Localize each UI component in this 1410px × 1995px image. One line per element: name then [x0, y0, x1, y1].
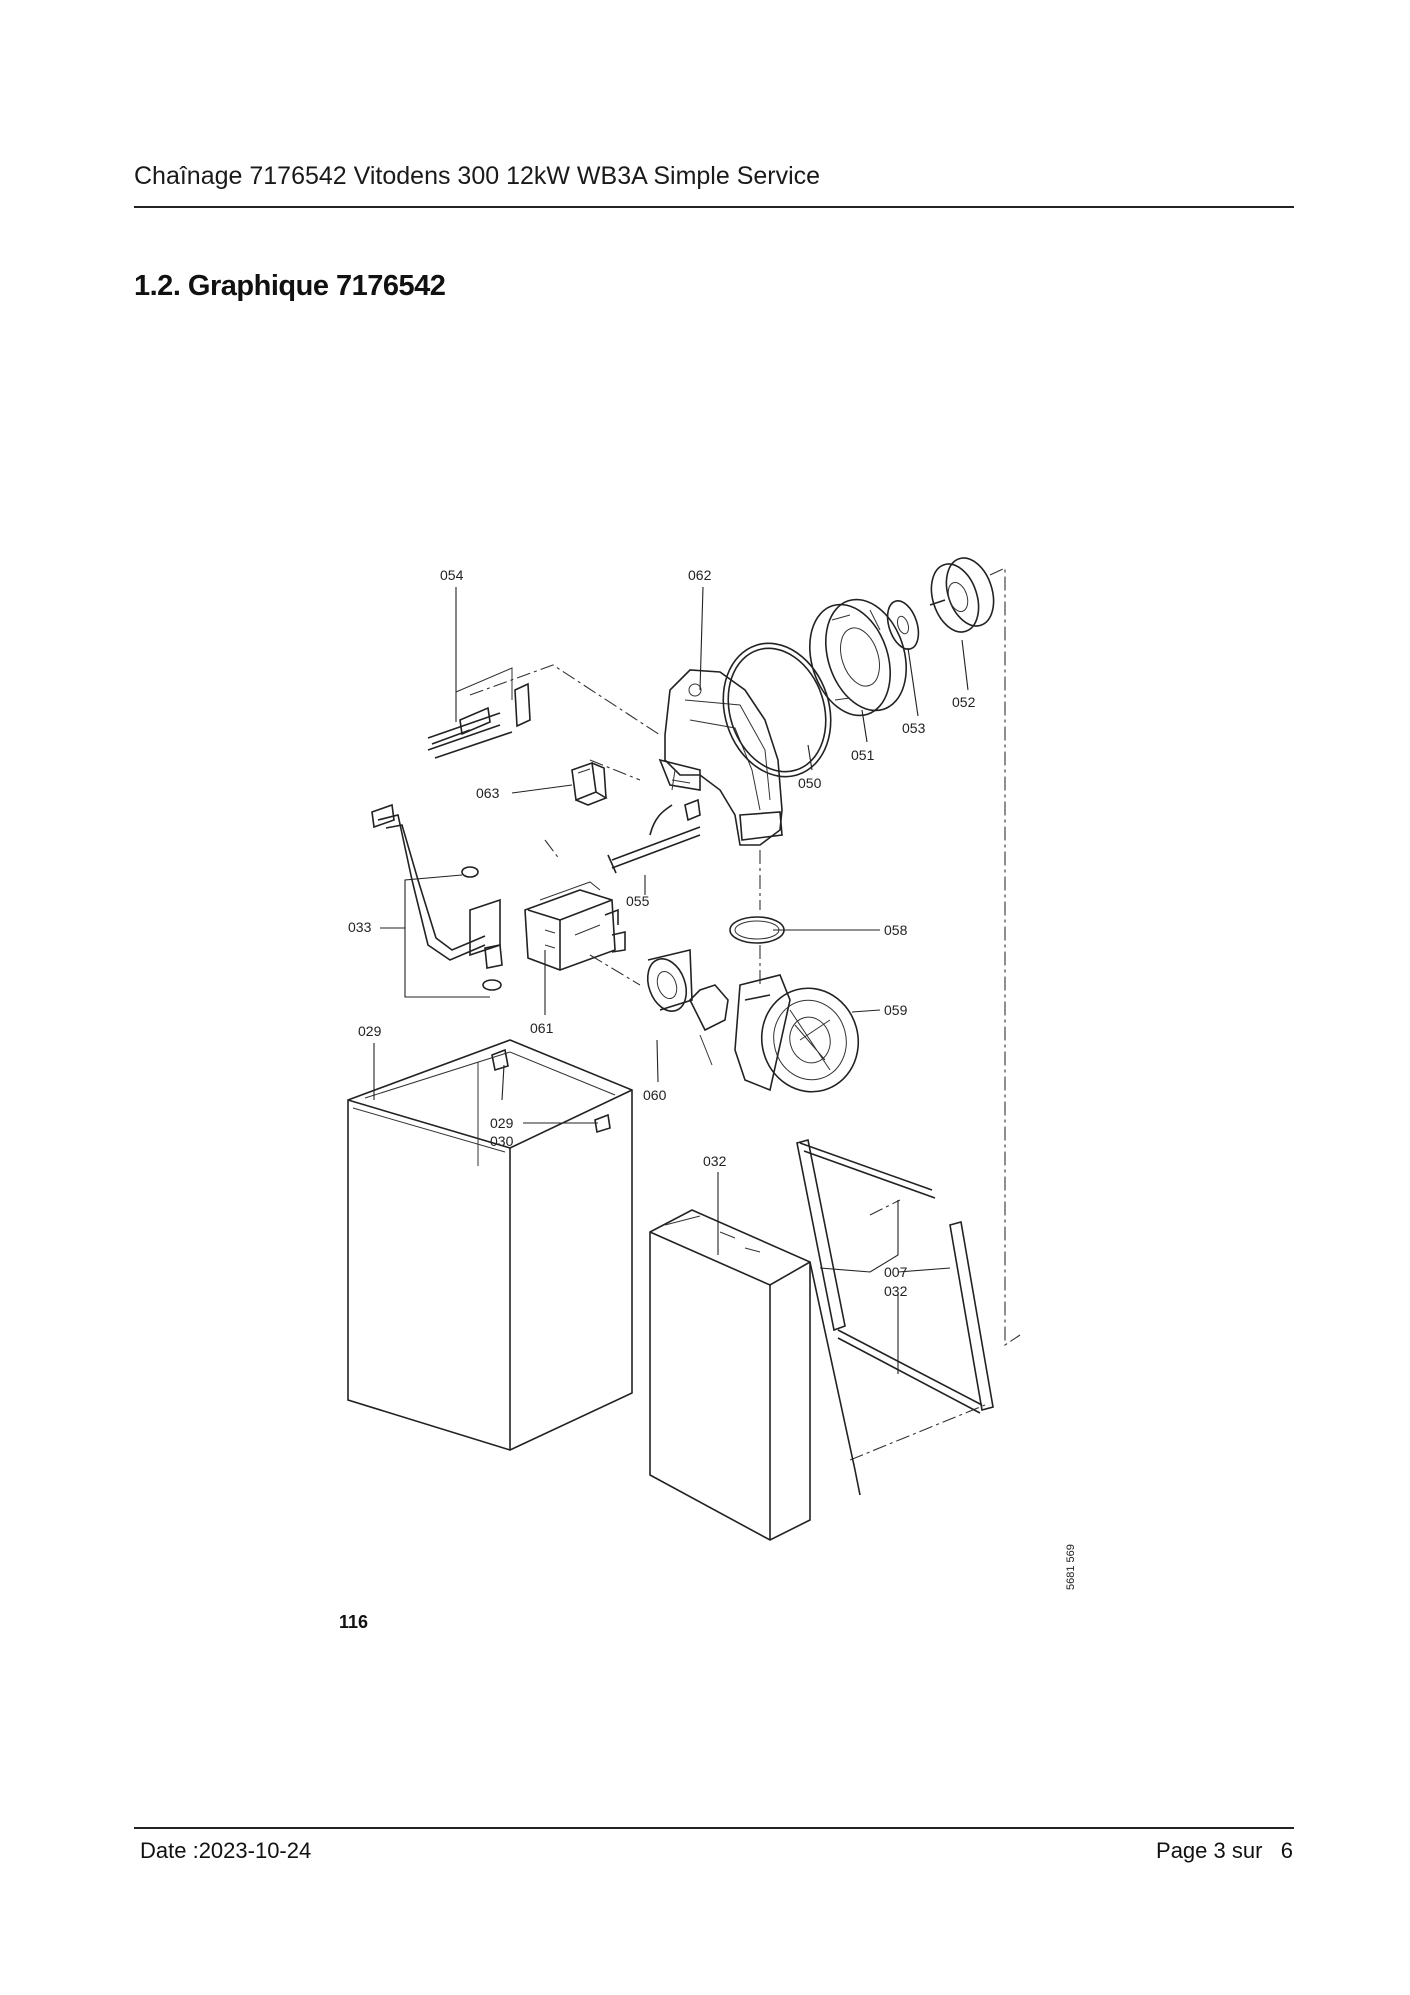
- drawing-reference: 5681 569: [1065, 1544, 1077, 1590]
- part-063-ignition-unit: [571, 761, 608, 806]
- document-title: Chaînage 7176542 Vitodens 300 12kW WB3A …: [134, 162, 821, 190]
- label-055: 055: [626, 893, 650, 909]
- label-051: 051: [851, 747, 875, 763]
- label-052: 052: [952, 694, 976, 710]
- label-061: 061: [530, 1020, 554, 1036]
- label-053: 053: [902, 720, 926, 736]
- footer-date: Date :2023-10-24: [140, 1838, 312, 1863]
- part-050-o-ring: [722, 642, 832, 778]
- header-divider: [134, 206, 1294, 208]
- label-050: 050: [798, 775, 822, 791]
- part-032-front-panel: [649, 1209, 861, 1541]
- label-029-clip: 029: [490, 1115, 514, 1131]
- figure-number: 116: [339, 1612, 369, 1632]
- label-030: 030: [490, 1133, 514, 1149]
- label-054: 054: [440, 567, 464, 583]
- label-029: 029: [358, 1023, 382, 1039]
- leader-lines: [373, 586, 969, 1374]
- part-062-burner-housing: [658, 669, 783, 846]
- label-033: 033: [348, 919, 372, 935]
- label-063: 063: [476, 785, 500, 801]
- part-054-bracket: [427, 667, 531, 759]
- label-007: 007: [884, 1264, 908, 1280]
- part-052-venturi: [929, 557, 995, 633]
- section-heading: 1.2. Graphique 7176542: [134, 270, 446, 302]
- part-061-gas-valve: [524, 881, 626, 971]
- part-060-inlet-adapter: [646, 948, 729, 1066]
- part-labels: 054 062 052 053 051 050 063 055 033 058 …: [348, 567, 1077, 1590]
- page-indicator: Page 3 sur 6: [1156, 1838, 1293, 1863]
- label-032-strip: 032: [884, 1283, 908, 1299]
- part-053-gasket: [886, 600, 920, 650]
- label-032: 032: [703, 1153, 727, 1169]
- label-058: 058: [884, 922, 908, 938]
- footer-divider: [134, 1827, 1294, 1829]
- part-033-gas-pipe: [371, 803, 503, 991]
- part-029-030-clip: [491, 1048, 611, 1134]
- part-007-seal-strips: [796, 1139, 994, 1414]
- assembly-lines: [469, 567, 1021, 1461]
- label-060: 060: [643, 1087, 667, 1103]
- part-055-electrode: [607, 798, 701, 874]
- label-059: 059: [884, 1002, 908, 1018]
- part-059-fan: [734, 974, 860, 1093]
- part-051-ring: [808, 598, 908, 717]
- part-029-casing: [347, 1039, 633, 1451]
- label-062: 062: [688, 567, 712, 583]
